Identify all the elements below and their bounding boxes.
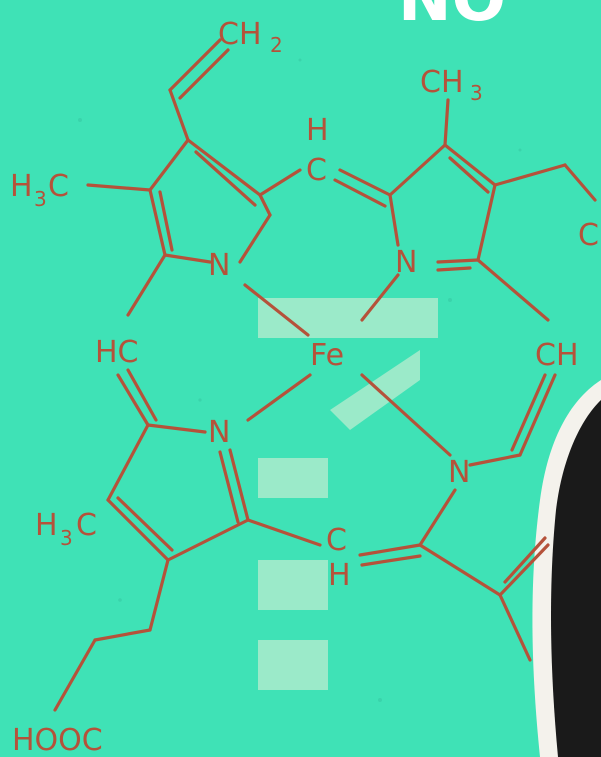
label-h-bottom: H xyxy=(328,558,351,593)
molecule-bonds xyxy=(53,38,597,712)
label-h3c-top-sub: 3 xyxy=(34,187,47,211)
label-ch3-sub: 3 xyxy=(470,81,483,105)
top-partial-text: NO xyxy=(398,0,506,36)
label-h3c-top-h: H xyxy=(10,169,33,204)
label-c-top: C xyxy=(306,153,327,188)
label-right-edge-c: C xyxy=(578,218,599,253)
label-n-left: N xyxy=(208,248,230,283)
label-n-bottom-right: N xyxy=(448,455,470,490)
label-ch2: CH xyxy=(218,17,262,52)
label-c-bottom: C xyxy=(326,523,347,558)
label-h3c-bottom-h: H xyxy=(35,508,58,543)
label-ch-right: CH xyxy=(535,338,579,373)
label-h3c-bottom-c: C xyxy=(76,508,97,543)
label-n-right: N xyxy=(395,245,417,280)
dark-paper-inner xyxy=(551,400,601,757)
watermark xyxy=(258,298,438,690)
label-n-bottom-left: N xyxy=(208,415,230,450)
label-fe: Fe xyxy=(310,338,344,373)
label-hooc: HOOC xyxy=(12,723,103,757)
paper-texture xyxy=(78,58,522,702)
label-h-top: H xyxy=(306,113,329,148)
label-h3c-top-c: C xyxy=(48,169,69,204)
label-ch2-sub: 2 xyxy=(270,33,283,57)
label-hc: HC xyxy=(95,335,139,370)
label-h3c-bottom-sub: 3 xyxy=(60,526,73,550)
label-ch3: CH xyxy=(420,65,464,100)
atom-labels: CH 2 CH 3 H 3 C H C N N HC Fe CH N N H 3… xyxy=(10,17,599,757)
